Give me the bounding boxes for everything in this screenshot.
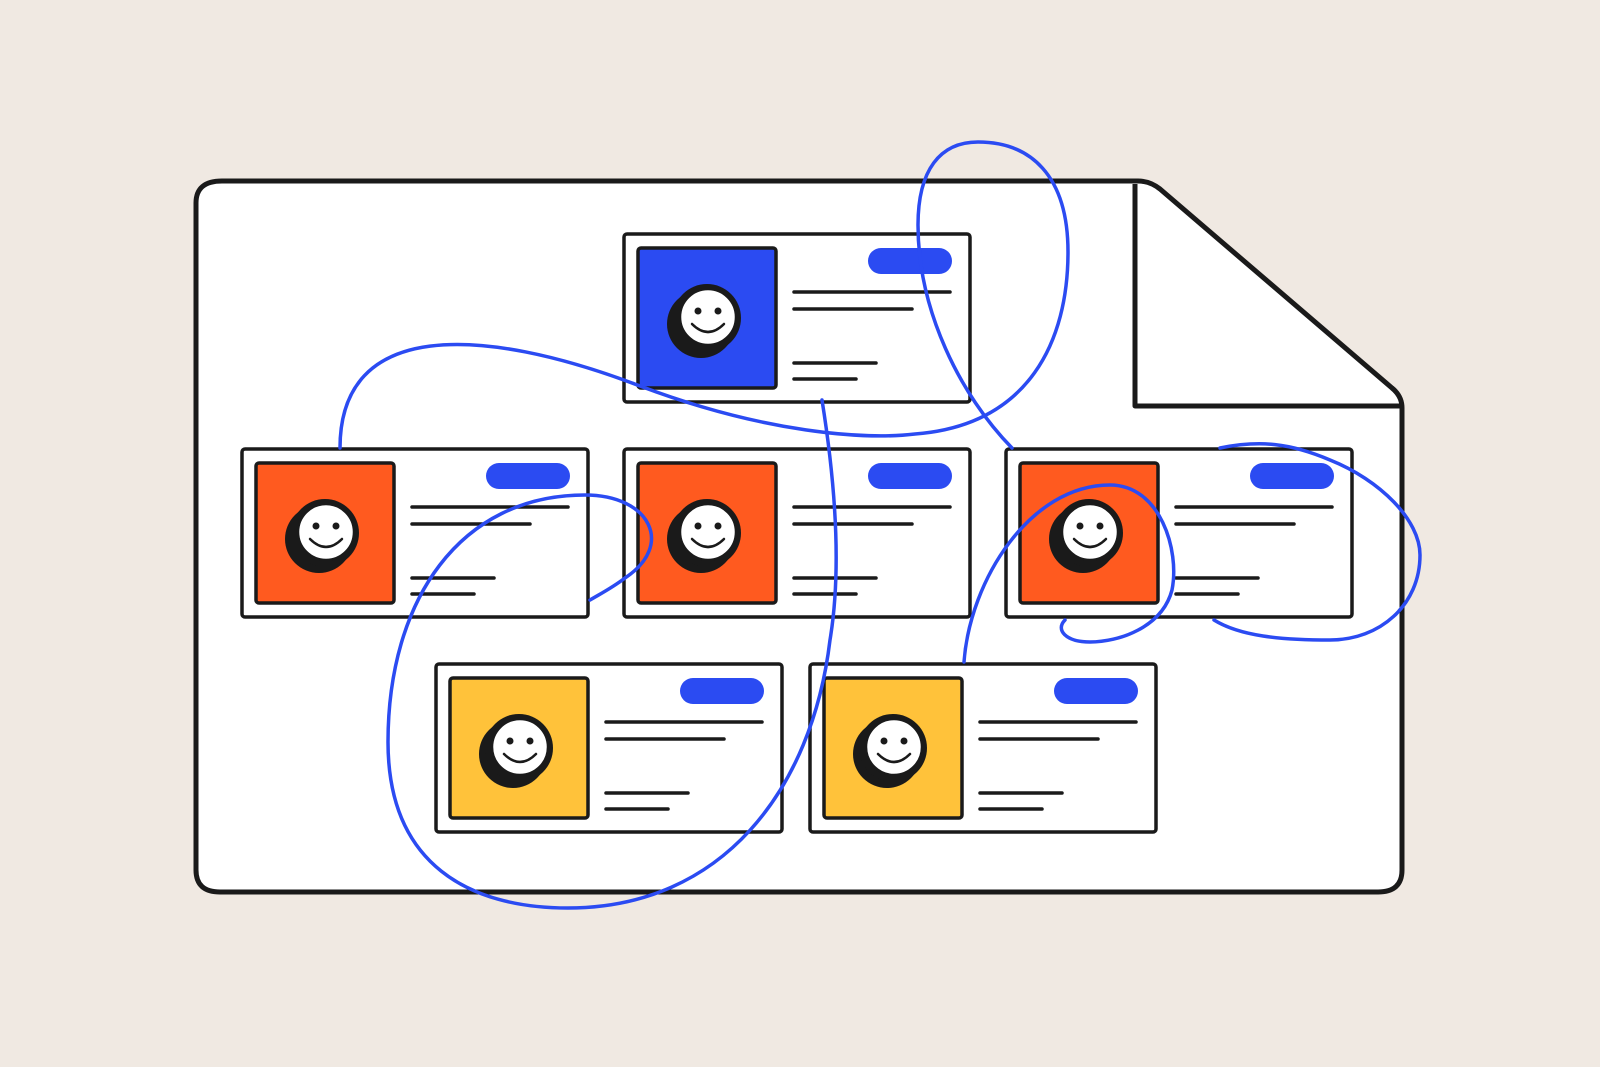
org-card-manager-b — [622, 447, 972, 619]
connector-lines — [338, 140, 1422, 910]
smiley-face-icon — [667, 284, 741, 358]
connector-ceo-manager-b — [386, 398, 838, 910]
smiley-face-icon — [285, 499, 359, 573]
org-cards — [240, 232, 1354, 834]
org-card-ceo — [622, 232, 972, 404]
connector-manager-c-staff — [962, 483, 1176, 664]
org-card-staff-b — [808, 662, 1158, 834]
pill-tag-icon — [1250, 463, 1334, 489]
document-fold — [1132, 184, 1400, 409]
smiley-face-icon — [667, 499, 741, 573]
connector-ceo-manager-a — [338, 140, 1070, 450]
pill-tag-icon — [680, 678, 764, 704]
smiley-face-icon — [1049, 499, 1123, 573]
pill-tag-icon — [486, 463, 570, 489]
org-card-staff-a — [434, 662, 784, 834]
org-card-manager-a — [240, 447, 590, 619]
connector-ceo-manager-c — [1212, 442, 1422, 642]
pill-tag-icon — [868, 463, 952, 489]
smiley-face-icon — [853, 714, 927, 788]
smiley-face-icon — [479, 714, 553, 788]
org-card-manager-c — [1004, 447, 1354, 619]
pill-tag-icon — [1054, 678, 1138, 704]
pill-tag-icon — [868, 248, 952, 274]
